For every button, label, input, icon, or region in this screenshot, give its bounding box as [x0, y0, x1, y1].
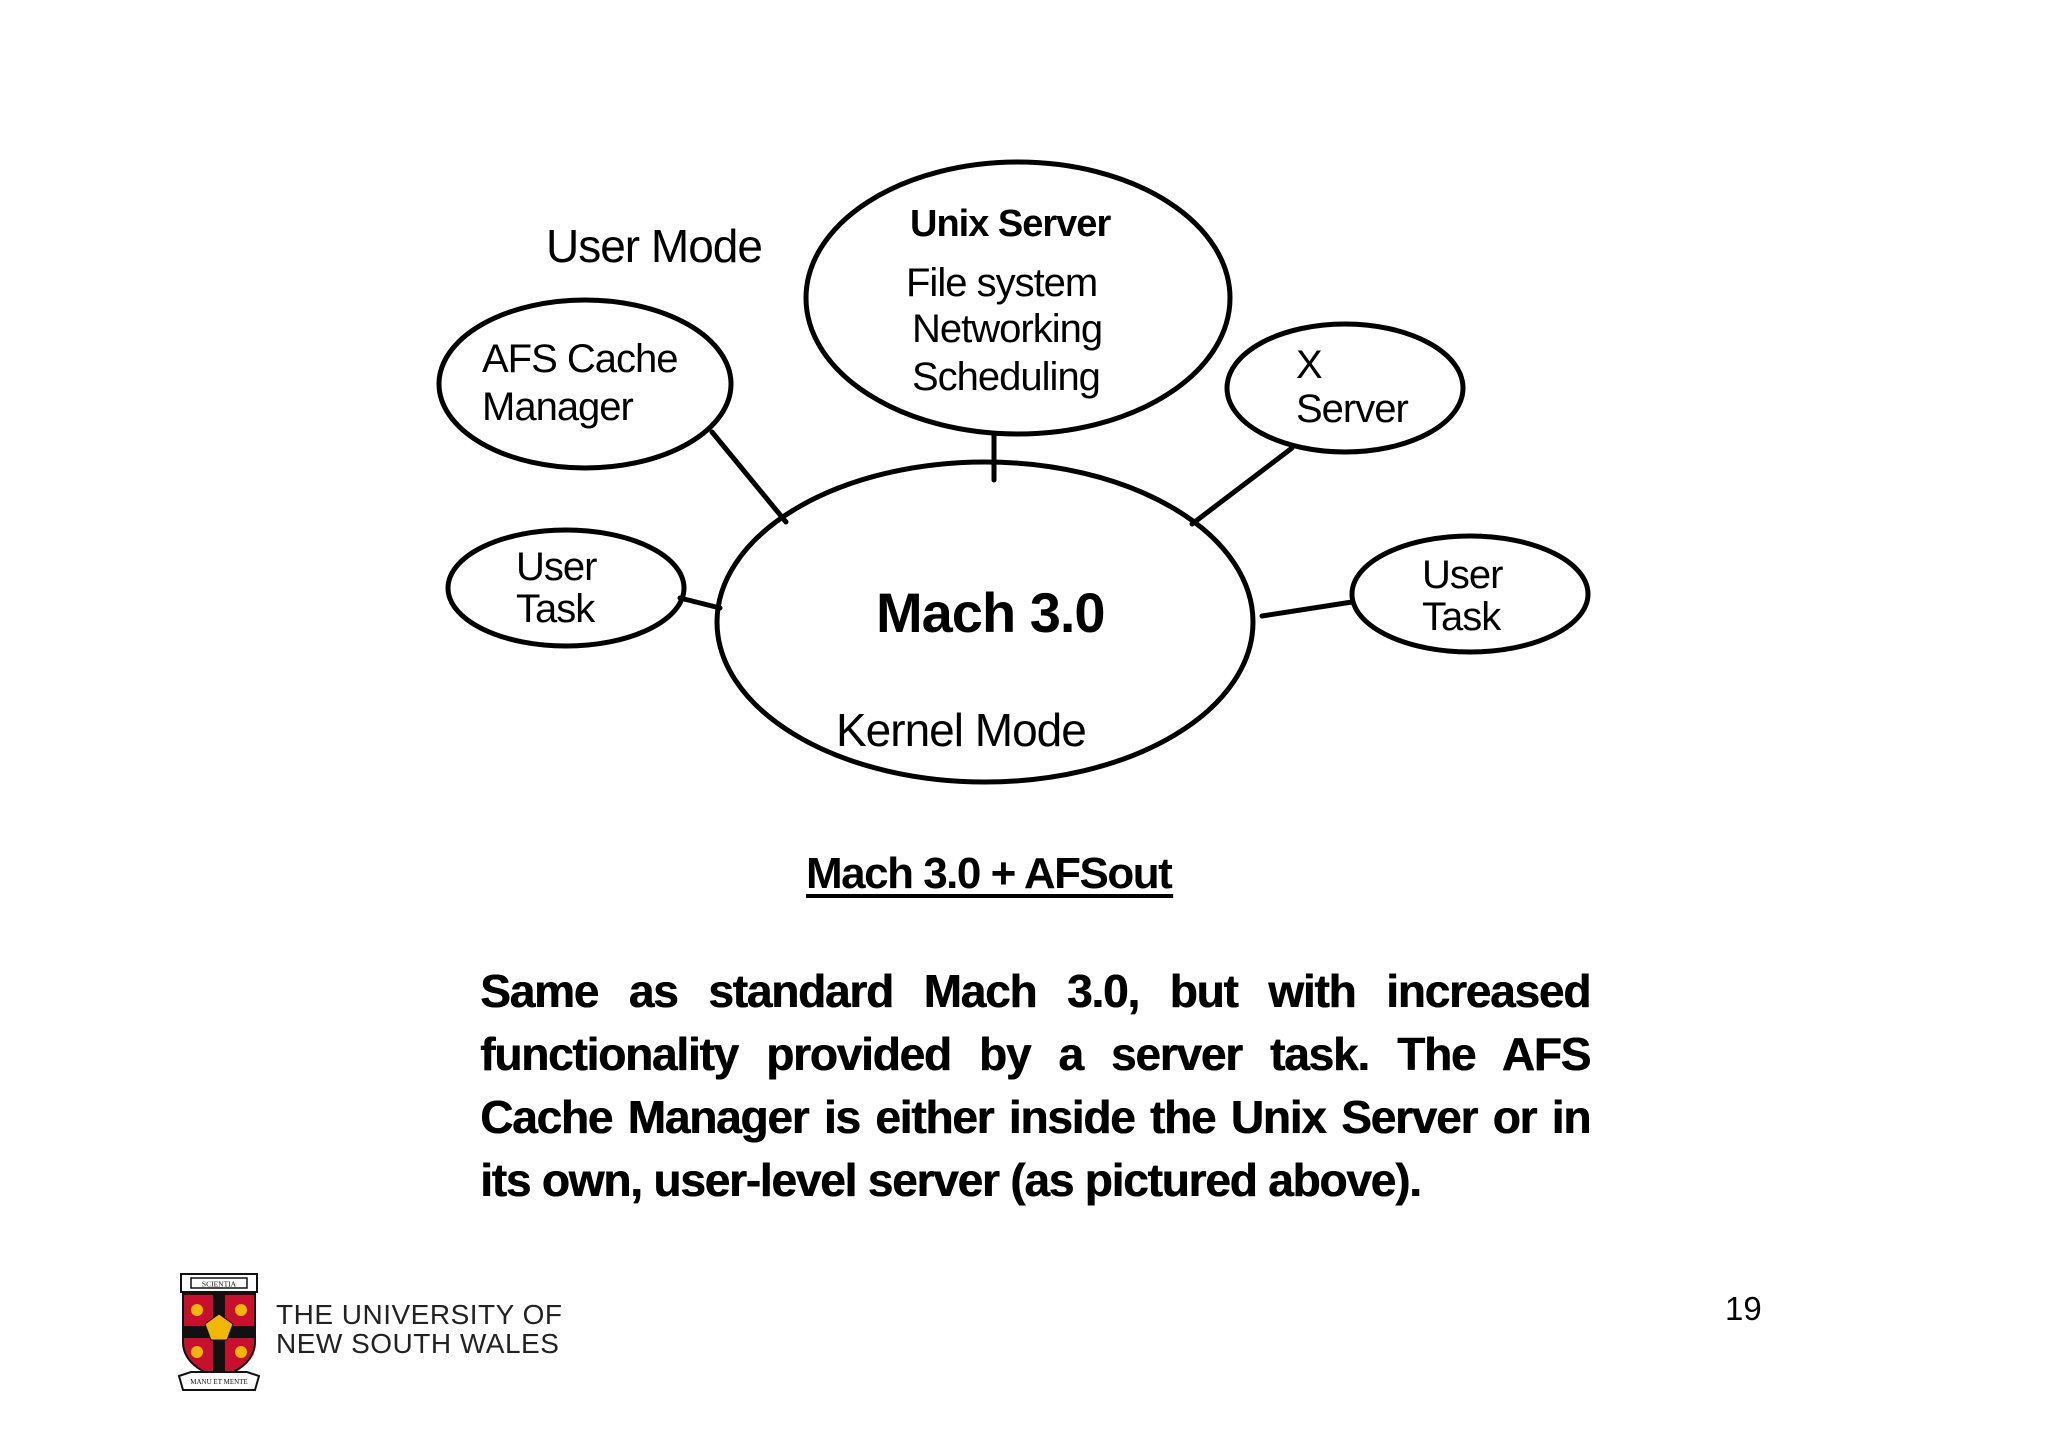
page-number: 19: [1725, 1290, 1762, 1327]
connector-usertask-left-kernel: [677, 595, 723, 611]
crest-banner: MANU ET MENTE: [190, 1378, 247, 1386]
afs-cache-manager-line-1: AFS Cache: [482, 337, 678, 381]
kernel-title: Mach 3.0: [876, 581, 1105, 644]
x-server-line-1: X: [1296, 343, 1323, 387]
unsw-crest-icon: SCIENTIA MANU ET MENTE: [177, 1273, 261, 1391]
user-mode-label: User Mode: [546, 220, 762, 272]
crest-motto: SCIENTIA: [202, 1280, 237, 1289]
afs-cache-manager-line-2: Manager: [482, 385, 634, 429]
connector-x-kernel: [1189, 445, 1295, 527]
kernel-ellipse: [714, 459, 1256, 785]
connector-usertask-right-kernel: [1259, 599, 1355, 619]
user-task-right-line-1: User: [1422, 553, 1503, 597]
unix-server-line-filesystem: File system: [906, 261, 1097, 305]
diagram-caption: Mach 3.0 + AFSout: [806, 849, 1173, 898]
description-paragraph: Same as standard Mach 3.0, but with incr…: [480, 965, 1591, 1206]
user-task-left-line-1: User: [516, 545, 597, 589]
x-server-ellipse: [1224, 321, 1466, 455]
unix-server-line-scheduling: Scheduling: [912, 355, 1100, 399]
afs-cache-manager-ellipse: [436, 297, 734, 471]
unix-server-line-networking: Networking: [912, 307, 1102, 351]
user-task-right-line-2: Task: [1422, 595, 1502, 639]
unix-server-title: Unix Server: [910, 203, 1111, 245]
user-task-right-ellipse: [1349, 533, 1591, 655]
kernel-mode-label: Kernel Mode: [836, 704, 1086, 756]
university-name-line-1: THE UNIVERSITY OF: [276, 1299, 563, 1330]
user-task-left-line-2: Task: [516, 587, 596, 631]
university-name-line-2: NEW SOUTH WALES: [276, 1328, 560, 1359]
university-name: THE UNIVERSITY OF NEW SOUTH WALES: [276, 1300, 562, 1358]
user-task-left-ellipse: [445, 527, 687, 649]
unix-server-ellipse: [803, 159, 1233, 437]
connector-afs-kernel: [709, 429, 789, 525]
x-server-line-2: Server: [1296, 387, 1408, 431]
